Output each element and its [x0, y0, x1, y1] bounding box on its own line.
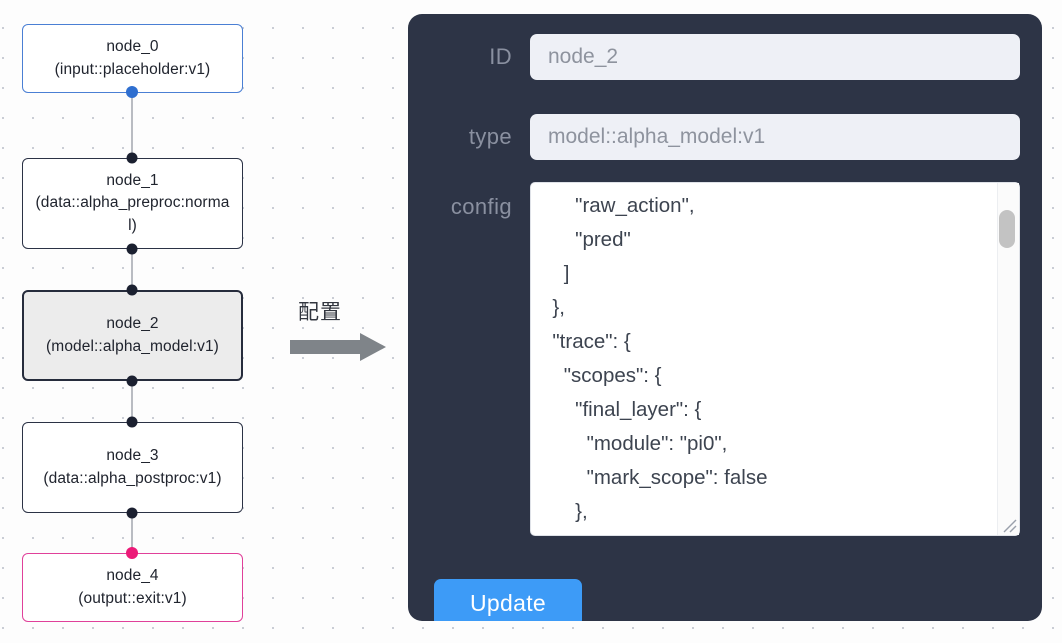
- node-subtitle-node_3: (data::alpha_postproc:v1): [43, 469, 222, 487]
- graph-node-node_1[interactable]: node_1(data::alpha_preproc:normal): [22, 158, 243, 249]
- node-label-node_2: node_2(model::alpha_model:v1): [34, 313, 231, 358]
- edge-node0-node1: [131, 92, 133, 160]
- config-textarea-wrap: "raw_action", "pred" ] }, "trace": { "sc…: [530, 182, 1020, 536]
- node-title-node_3: node_3: [106, 447, 159, 465]
- node-label-node_0: node_0(input::placeholder:v1): [33, 36, 232, 81]
- id-input[interactable]: [530, 34, 1020, 80]
- edge-node1-node2: [131, 248, 133, 292]
- node-title-node_0: node_0: [106, 38, 159, 56]
- field-row-id: ID: [408, 34, 1020, 80]
- node-subtitle-node_1: (data::alpha_preproc:normal): [35, 194, 230, 234]
- port-node_3-input[interactable]: [126, 416, 138, 428]
- resize-handle-icon[interactable]: [998, 514, 1018, 534]
- config-field-label: config: [450, 194, 512, 219]
- graph-node-node_0[interactable]: node_0(input::placeholder:v1): [22, 24, 243, 93]
- flow-arrow-label: 配置: [298, 301, 342, 324]
- config-scrollbar-thumb[interactable]: [999, 210, 1015, 248]
- edge-node2-node3: [131, 380, 133, 424]
- graph-node-node_2[interactable]: node_2(model::alpha_model:v1): [22, 290, 243, 381]
- right-arrow-icon: [290, 333, 386, 361]
- config-scrollbar-track[interactable]: [997, 183, 1019, 535]
- port-node_1-output[interactable]: [126, 243, 138, 255]
- update-button[interactable]: Update: [434, 579, 582, 621]
- node-title-node_4: node_4: [106, 567, 159, 585]
- type-input[interactable]: [530, 114, 1020, 160]
- node-label-node_4: node_4(output::exit:v1): [33, 565, 232, 610]
- field-row-type: type: [408, 114, 1020, 160]
- node-subtitle-node_2: (model::alpha_model:v1): [46, 337, 219, 355]
- type-field-label: type: [468, 124, 512, 149]
- node-title-node_1: node_1: [106, 171, 159, 189]
- graph-node-node_3[interactable]: node_3(data::alpha_postproc:v1): [22, 422, 243, 513]
- config-panel: ID type config "raw_action", "pred" ] },…: [408, 14, 1042, 621]
- port-node_4-input[interactable]: [126, 547, 138, 559]
- port-node_1-input[interactable]: [126, 152, 138, 164]
- node-subtitle-node_4: (output::exit:v1): [78, 589, 187, 607]
- node-subtitle-node_0: (input::placeholder:v1): [54, 60, 211, 78]
- node-label-node_1: node_1(data::alpha_preproc:normal): [33, 170, 232, 237]
- node-label-node_3: node_3(data::alpha_postproc:v1): [33, 445, 232, 490]
- port-node_0-output[interactable]: [126, 86, 138, 98]
- port-node_2-input[interactable]: [126, 284, 138, 296]
- config-textarea[interactable]: "raw_action", "pred" ] }, "trace": { "sc…: [530, 182, 1020, 536]
- graph-node-node_4[interactable]: node_4(output::exit:v1): [22, 553, 243, 622]
- edge-node3-node4: [131, 512, 133, 555]
- port-node_3-output[interactable]: [126, 507, 138, 519]
- field-row-config: config "raw_action", "pred" ] }, "trace"…: [408, 182, 1020, 536]
- port-node_2-output[interactable]: [126, 375, 138, 387]
- flow-arrow-group: 配置: [290, 296, 400, 366]
- id-field-label: ID: [489, 44, 512, 69]
- node-title-node_2: node_2: [106, 315, 159, 333]
